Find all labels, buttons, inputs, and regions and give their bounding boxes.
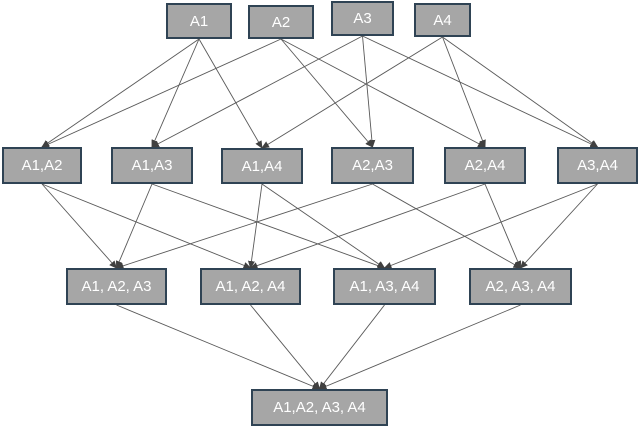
edge-a1a3-to-a1a3a4 bbox=[151, 183, 386, 269]
edge-a4-to-a1a4 bbox=[261, 36, 443, 149]
node-a4: A4 bbox=[414, 3, 471, 37]
edge-a2-to-a2a4 bbox=[280, 38, 486, 148]
node-a1-a2-a3: A1, A2, A3 bbox=[66, 268, 167, 305]
edge-a2a4-to-a2a3a4 bbox=[484, 183, 521, 269]
edge-a1-to-a1a3 bbox=[151, 38, 200, 148]
node-a1: A1 bbox=[166, 3, 232, 39]
edge-a2a3a4-to-all bbox=[318, 304, 521, 390]
node-a1-a4: A1,A4 bbox=[221, 148, 303, 184]
edge-a1-to-a1a2 bbox=[41, 38, 200, 148]
node-a1-a3: A1,A3 bbox=[111, 147, 193, 184]
edge-a3-to-a3a4 bbox=[362, 35, 599, 148]
node-a1-a2: A1,A2 bbox=[2, 147, 82, 184]
edge-a1-to-a1a4 bbox=[198, 38, 263, 149]
node-a3-a4: A3,A4 bbox=[557, 147, 638, 184]
edge-a1a2a4-to-all bbox=[250, 304, 321, 390]
node-a2-a4: A2,A4 bbox=[444, 147, 526, 184]
edge-a2a3-to-a2a3a4 bbox=[372, 183, 522, 269]
edge-a3-to-a1a3 bbox=[151, 35, 363, 148]
edge-a2a4-to-a1a2a4 bbox=[249, 183, 486, 269]
edge-a4-to-a2a4 bbox=[442, 36, 486, 148]
edge-a1a2-to-a1a2a3 bbox=[41, 183, 118, 269]
edge-a2a3-to-a1a2a3 bbox=[115, 183, 373, 270]
node-a1-a2-a3-a4: A1,A2, A3, A4 bbox=[251, 389, 388, 426]
node-a2: A2 bbox=[248, 5, 314, 39]
edge-a2-to-a1a2 bbox=[41, 38, 282, 148]
node-a2-a3: A2,A3 bbox=[331, 147, 414, 184]
edge-a1a4-to-a1a2a4 bbox=[247, 183, 263, 269]
node-a1-a2-a4: A1, A2, A4 bbox=[200, 268, 301, 305]
edge-a1a2a3-to-all bbox=[116, 304, 321, 390]
edge-a3-to-a2a3 bbox=[362, 35, 376, 148]
edge-a3a4-to-a2a3a4 bbox=[519, 183, 598, 269]
node-a1-a3-a4: A1, A3, A4 bbox=[333, 268, 436, 305]
edge-a1a3a4-to-all bbox=[318, 304, 385, 390]
edge-a1a2-to-a1a2a4 bbox=[41, 183, 252, 269]
edge-a2-to-a2a3 bbox=[280, 38, 374, 148]
edge-a3a4-to-a1a3a4 bbox=[383, 183, 598, 269]
edge-a1a3-to-a1a2a3 bbox=[116, 183, 153, 269]
edge-a4-to-a3a4 bbox=[442, 36, 599, 148]
node-a3: A3 bbox=[331, 1, 394, 36]
edge-a1a4-to-a1a3a4 bbox=[261, 183, 386, 269]
node-a2-a3-a4: A2, A3, A4 bbox=[469, 268, 572, 305]
